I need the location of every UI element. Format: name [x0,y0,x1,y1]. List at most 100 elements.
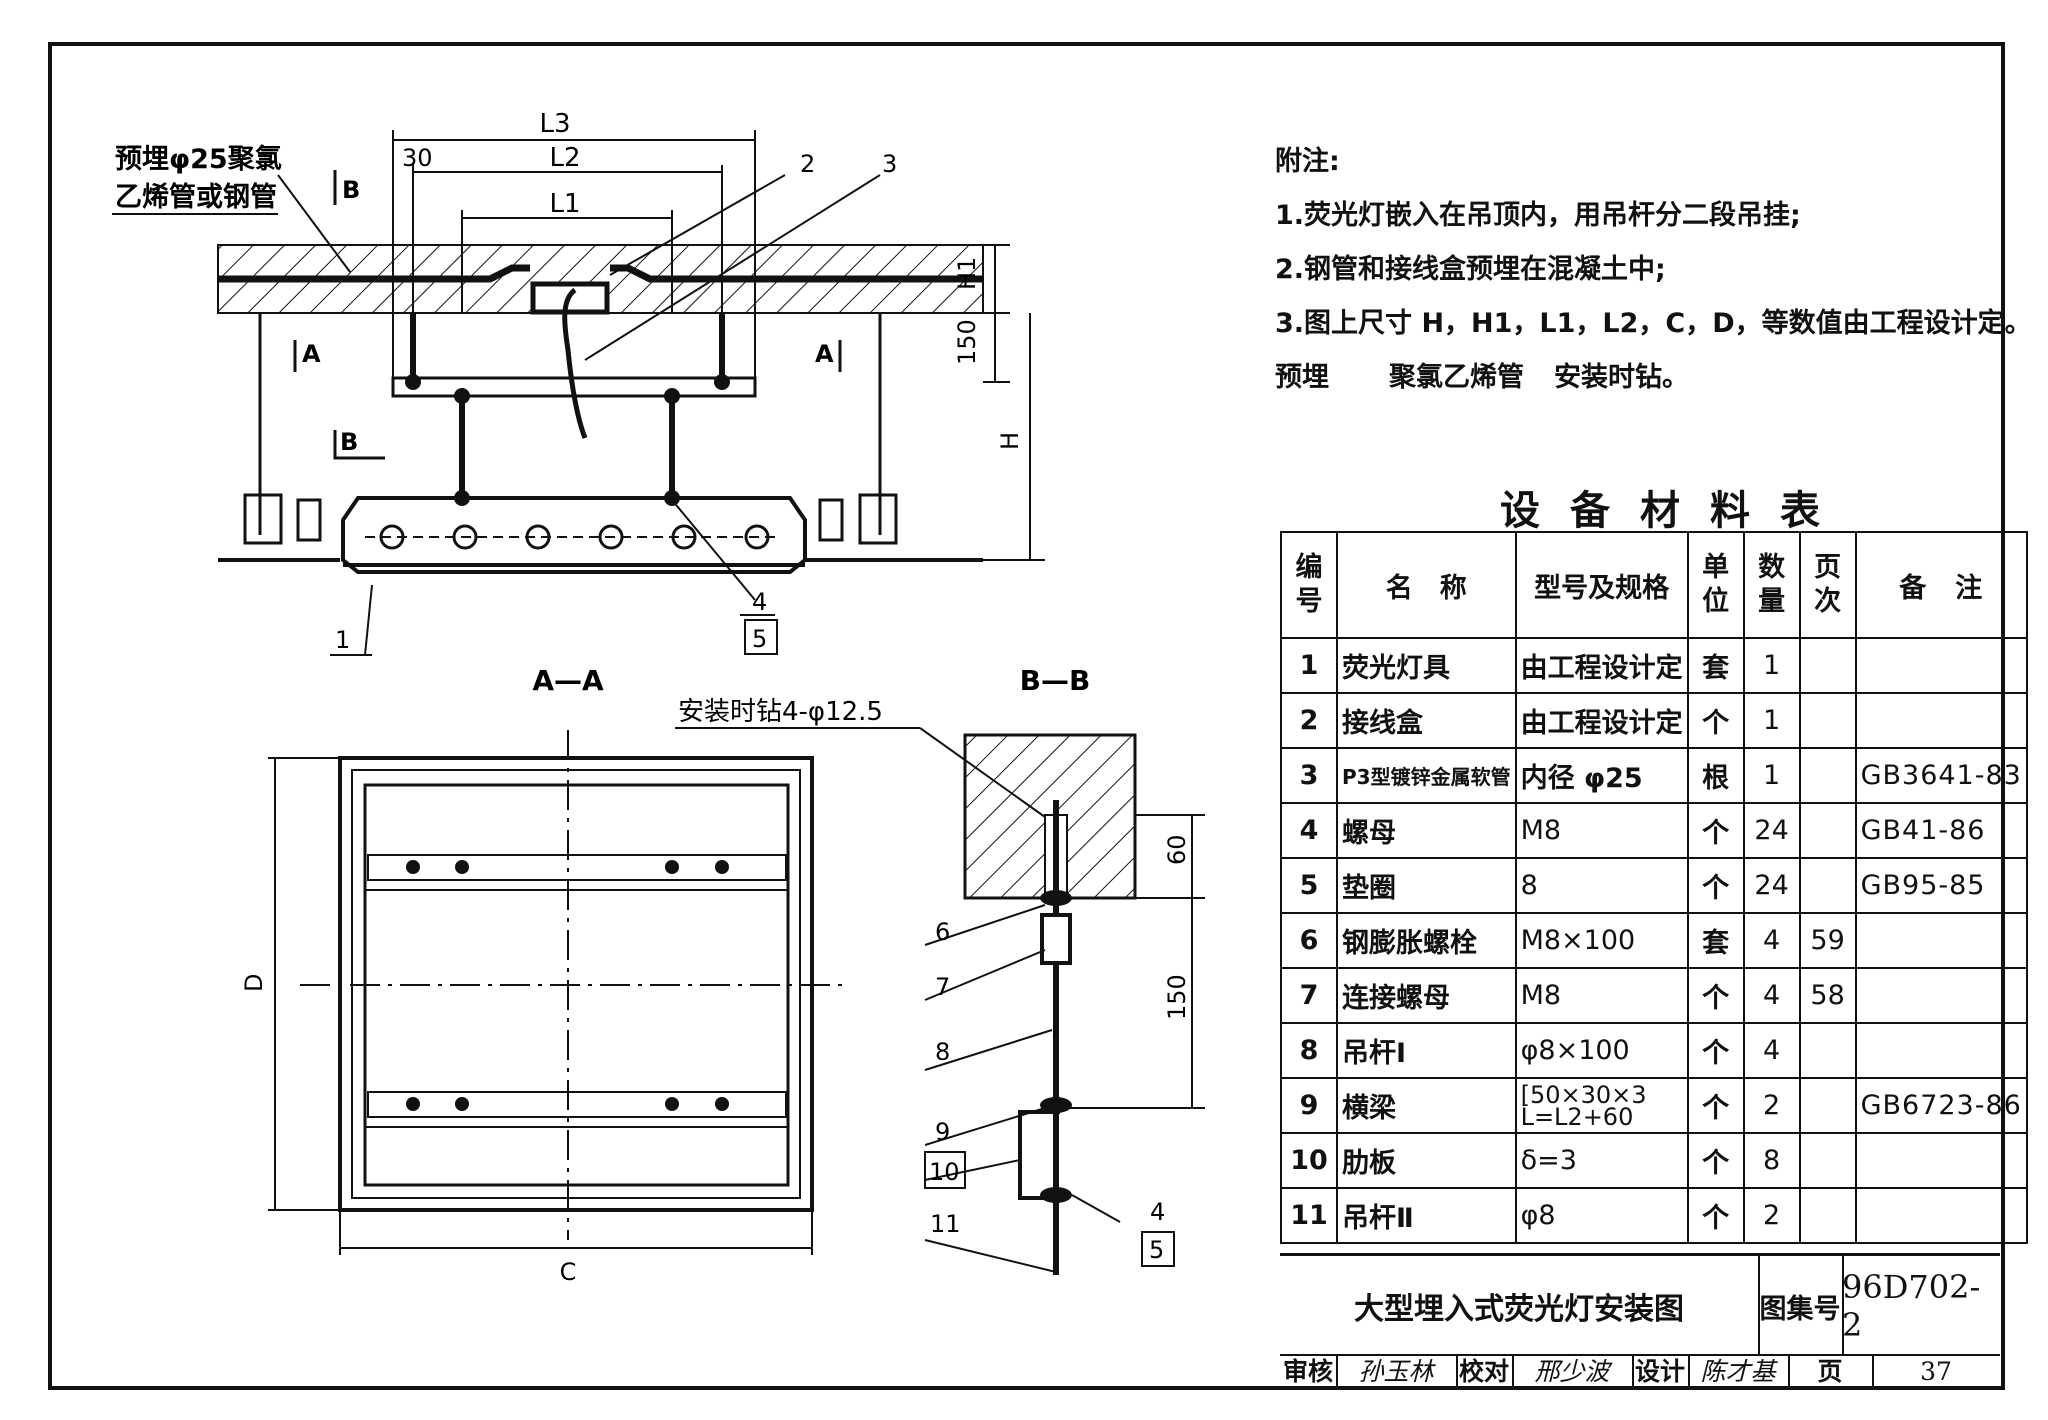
row-name: 横梁 [1336,1077,1517,1134]
row-no: 2 [1280,692,1338,749]
row-remark: GB6723-86 [1854,1077,2028,1134]
section-aa-view: A—A D C [240,664,845,1286]
callout-6: 6 [935,918,950,946]
row-unit: 个 [1686,967,1745,1024]
row-name: 肋板 [1336,1132,1517,1189]
table-row: 3 P3型镀锌金属软管 内径 φ25 根 1 GB3641-83 [1280,747,2028,804]
row-no: 4 [1280,802,1338,859]
flex-conduit [562,287,588,439]
row-unit: 个 [1686,1022,1745,1079]
header-no: 编号 [1280,531,1338,639]
row-no: 3 [1280,747,1338,804]
note-item-3: 3.图上尺寸 H，H1，L1，L2，C，D，等数值由工程设计定。 [1275,308,2032,339]
callout-4-bb: 4 [1150,1198,1165,1226]
row-page [1798,692,1857,749]
row-page: 59 [1798,912,1857,969]
check-label: 校对 [1456,1356,1514,1388]
drawing-title: 大型埋入式荧光灯安装图 [1280,1256,1760,1356]
row-name: 连接螺母 [1336,967,1517,1024]
row-no: 5 [1280,857,1338,914]
row-name: 吊杆Ⅱ [1336,1187,1517,1244]
dim-l1: L1 [549,189,580,219]
row-spec: φ8×100 [1514,1022,1689,1079]
row-no: 6 [1280,912,1338,969]
row-unit: 个 [1686,1077,1745,1134]
row-unit: 个 [1686,802,1745,859]
atlas-code: 96D702-2 [1842,1268,1981,1344]
table-row: 11 吊杆Ⅱ φ8 个 2 [1280,1187,2028,1244]
notes-heading: 附注: [1275,146,1340,177]
crossbeam-bottom [367,1091,787,1118]
row-page [1798,637,1857,694]
header-spec: 型号及规格 [1514,531,1689,639]
section-bb-view: B—B 安装时钻4-φ12.5 60 150 6 7 [675,664,1205,1275]
section-marker-a-left: A [302,340,321,368]
materials-table: 编号 名 称 型号及规格 单位 数量 页次 备 注 1 荧光灯具 由工程设计定 … [1280,531,2028,1244]
row-name: P3型镀锌金属软管 [1336,747,1517,804]
row-remark [1854,1022,2028,1079]
title-block: 大型埋入式荧光灯安装图 图集号 96D702-2 [1280,1254,2000,1356]
page-number: 37 [1920,1357,1952,1386]
dim-150-bb: 150 [1163,974,1191,1020]
row-spec: 由工程设计定 [1514,637,1689,694]
row-no: 1 [1280,637,1338,694]
note-item-1: 1.荧光灯嵌入在吊顶内，用吊杆分二段吊挂; [1275,200,1801,231]
callout-11: 11 [930,1210,961,1238]
row-page [1798,1132,1857,1189]
note-tail-1: 预埋 [1275,362,1329,393]
elevation-view: L3 L2 L1 30 H1 150 H 预埋φ25聚氯 乙烯管或钢管 B B … [112,109,1045,656]
review-label: 审核 [1280,1356,1338,1388]
table-header-row: 编号 名 称 型号及规格 单位 数量 页次 备 注 [1280,531,2028,639]
pipe-note-line1: 预埋φ25聚氯 [115,143,282,175]
table-row: 5 垫圈 8 个 24 GB95-85 [1280,857,2028,914]
row-spec: 由工程设计定 [1514,692,1689,749]
row-unit: 套 [1686,912,1745,969]
design-signature: 陈才基 [1688,1356,1790,1388]
row-remark [1854,912,2028,969]
table-row: 1 荧光灯具 由工程设计定 套 1 [1280,637,2028,694]
callout-8: 8 [935,1038,950,1066]
row-remark: GB3641-83 [1854,747,2028,804]
callout-7: 7 [935,973,950,1001]
row-spec: 内径 φ25 [1514,747,1689,804]
row-no: 7 [1280,967,1338,1024]
row-unit: 个 [1686,1187,1745,1244]
row-name: 接线盒 [1336,692,1517,749]
row-page [1798,747,1857,804]
row-qty: 24 [1742,857,1801,914]
row-qty: 8 [1742,1132,1801,1189]
header-unit: 单位 [1686,531,1745,639]
drill-note: 安装时钻4-φ12.5 [678,697,883,727]
row-remark [1854,967,2028,1024]
dim-h1: H1 [953,257,981,290]
callout-4-top: 4 [752,588,767,616]
dim-60: 60 [1163,834,1191,865]
embedded-pipe [218,264,983,283]
section-marker-b-bottom: B [340,428,358,456]
dim-d: D [240,974,268,992]
row-name: 螺母 [1336,802,1517,859]
callout-9: 9 [935,1118,950,1146]
row-name: 荧光灯具 [1336,637,1517,694]
row-spec: M8 [1514,967,1689,1024]
row-page [1798,1187,1857,1244]
row-spec-line1: [50×30×3 [1520,1080,1647,1109]
page-label: 页 [1788,1356,1874,1388]
table-row: 9 横梁 [50×30×3 L=L2+60 个 2 GB6723-86 [1280,1077,2028,1134]
callout-3: 3 [882,150,897,178]
row-spec: M8 [1514,802,1689,859]
row-name: 钢膨胀螺栓 [1336,912,1517,969]
row-unit: 个 [1686,692,1745,749]
row-remark [1854,692,2028,749]
row-no: 11 [1280,1187,1338,1244]
note-item-2: 2.钢管和接线盒预埋在混凝土中; [1275,254,1666,285]
row-qty: 2 [1742,1187,1801,1244]
row-page: 58 [1798,967,1857,1024]
row-no: 10 [1280,1132,1338,1189]
row-unit: 个 [1686,1132,1745,1189]
row-qty: 24 [1742,802,1801,859]
design-label: 设计 [1632,1356,1690,1388]
table-row: 2 接线盒 由工程设计定 个 1 [1280,692,2028,749]
dim-l2: L2 [549,143,580,173]
